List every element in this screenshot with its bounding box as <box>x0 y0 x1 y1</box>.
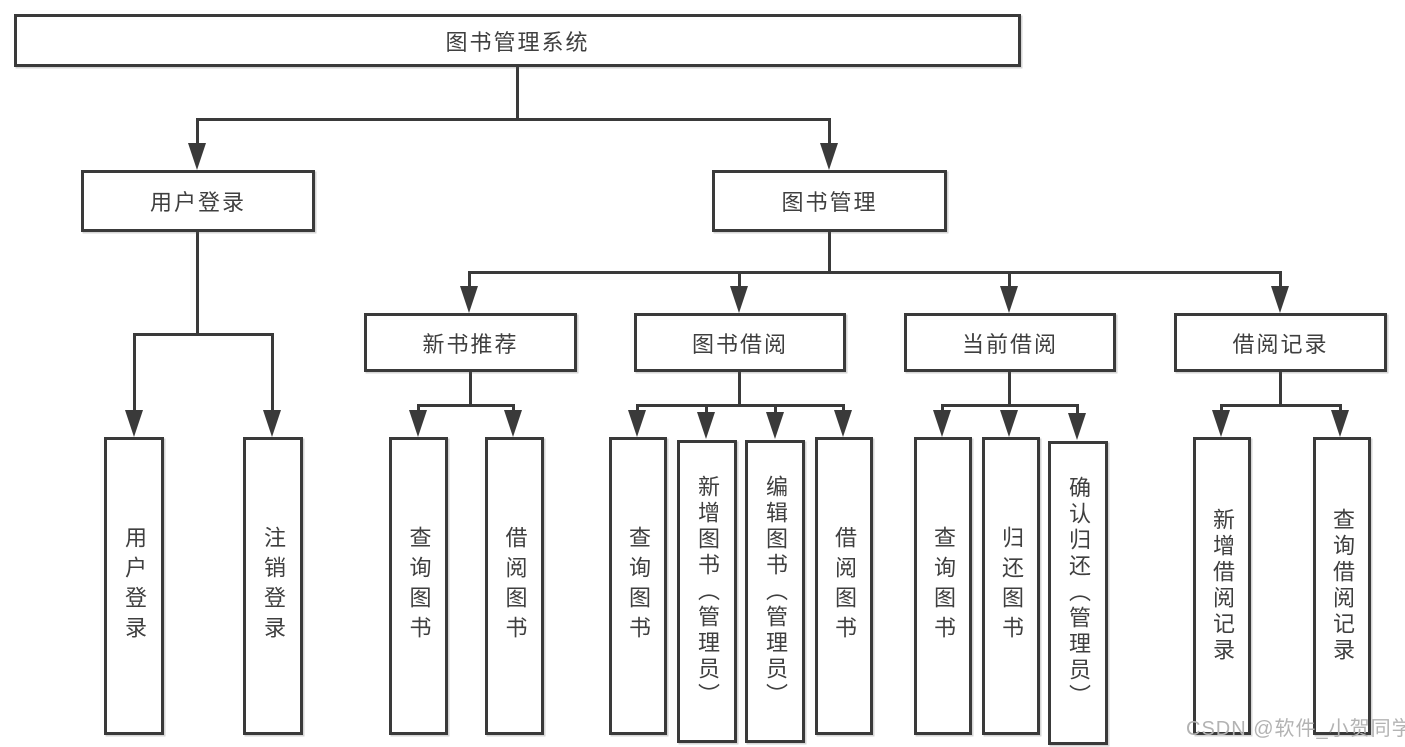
connector-line <box>941 404 944 414</box>
arrowhead-icon <box>409 410 427 437</box>
node-new-book-recommend-label: 新书推荐 <box>422 331 519 357</box>
node-new-book-recommend: 新书推荐 <box>364 313 577 372</box>
arrowhead-icon <box>504 410 522 437</box>
leaf-borrow-books-label: 借阅图书 <box>832 526 857 646</box>
node-user-login-branch: 用户登录 <box>81 170 315 232</box>
connector-line <box>636 404 845 407</box>
arrowhead-icon <box>263 410 281 437</box>
connector-line <box>196 232 199 336</box>
arrowhead-icon <box>1271 286 1289 313</box>
leaf-return-books: 归还图书 <box>982 437 1040 735</box>
node-borrow-records-label: 借阅记录 <box>1232 331 1329 357</box>
node-book-management-branch-label: 图书管理 <box>781 190 878 215</box>
leaf-logout-label: 注销登录 <box>261 526 286 646</box>
node-book-management-branch: 图书管理 <box>712 170 947 232</box>
arrowhead-icon <box>188 143 206 170</box>
node-book-borrow: 图书借阅 <box>634 313 846 372</box>
arrowhead-icon <box>1331 410 1349 437</box>
watermark: CSDN @软件_小贺同学 <box>1186 718 1405 740</box>
leaf-confirm-return-admin: 确认归还（管理员） <box>1048 441 1108 745</box>
node-borrow-records: 借阅记录 <box>1174 313 1387 372</box>
arrowhead-icon <box>933 410 951 437</box>
node-current-borrow: 当前借阅 <box>904 313 1116 372</box>
arrowhead-icon <box>834 410 852 437</box>
connector-line <box>196 118 831 121</box>
connector-line <box>271 333 274 413</box>
connector-line <box>1220 404 1223 414</box>
connector-line <box>738 372 741 406</box>
connector-line <box>1220 404 1342 407</box>
connector-line <box>417 404 420 414</box>
arrowhead-icon <box>125 410 143 437</box>
connector-line <box>941 404 1079 407</box>
connector-line <box>133 333 274 336</box>
connector-line <box>828 118 831 148</box>
arrowhead-icon <box>1000 286 1018 313</box>
leaf-query-borrow-record: 查询借阅记录 <box>1313 437 1371 735</box>
leaf-recommend-query-books: 查询图书 <box>389 437 448 735</box>
node-book-borrow-label: 图书借阅 <box>691 331 788 357</box>
leaf-add-borrow-record: 新增借阅记录 <box>1193 437 1251 735</box>
leaf-borrow-books: 借阅图书 <box>815 437 873 735</box>
arrowhead-icon <box>730 286 748 313</box>
connector-line <box>468 271 1282 274</box>
connector-line <box>516 67 519 120</box>
connector-line <box>636 404 639 414</box>
node-library-system: 图书管理系统 <box>14 14 1021 67</box>
connector-line <box>1279 271 1282 289</box>
arrowhead-icon <box>1212 410 1230 437</box>
leaf-edit-books-admin: 编辑图书（管理员） <box>745 440 805 743</box>
leaf-recommend-borrow-books-label: 借阅图书 <box>502 526 528 646</box>
connector-line <box>1008 271 1011 289</box>
connector-line <box>1076 404 1079 414</box>
leaf-query-borrow-record-label: 查询借阅记录 <box>1330 508 1355 664</box>
connector-line <box>705 404 708 414</box>
leaf-current-query-books: 查询图书 <box>914 437 972 735</box>
leaf-add-borrow-record-label: 新增借阅记录 <box>1210 508 1235 664</box>
leaf-add-books-admin-label: 新增图书（管理员） <box>695 474 720 709</box>
arrowhead-icon <box>766 412 784 439</box>
node-user-login-branch-label: 用户登录 <box>149 190 246 215</box>
connector-line <box>1279 372 1282 406</box>
connector-line <box>1008 372 1011 406</box>
connector-line <box>842 404 845 414</box>
leaf-borrow-query-books-label: 查询图书 <box>626 526 651 646</box>
leaf-confirm-return-admin-label: 确认归还（管理员） <box>1066 476 1091 710</box>
connector-line <box>196 118 199 148</box>
leaf-user-login-label: 用户登录 <box>122 526 147 646</box>
leaf-current-query-books-label: 查询图书 <box>931 526 956 646</box>
arrowhead-icon <box>628 410 646 437</box>
arrowhead-icon <box>1068 413 1086 440</box>
leaf-logout: 注销登录 <box>243 437 303 735</box>
node-current-borrow-label: 当前借阅 <box>961 331 1058 357</box>
arrowhead-icon <box>460 286 478 313</box>
connector-line <box>738 271 741 289</box>
arrowhead-icon <box>697 412 715 439</box>
leaf-recommend-borrow-books: 借阅图书 <box>485 437 544 735</box>
connector-line <box>1339 404 1342 414</box>
connector-line <box>774 404 777 414</box>
leaf-recommend-query-books-label: 查询图书 <box>406 526 432 646</box>
leaf-return-books-label: 归还图书 <box>999 526 1024 646</box>
leaf-user-login: 用户登录 <box>104 437 164 735</box>
connector-line <box>417 404 515 407</box>
connector-line <box>512 404 515 414</box>
arrowhead-icon <box>820 143 838 170</box>
leaf-edit-books-admin-label: 编辑图书（管理员） <box>763 474 788 709</box>
connector-line <box>133 333 136 413</box>
connector-line <box>469 372 472 406</box>
leaf-add-books-admin: 新增图书（管理员） <box>677 440 737 743</box>
arrowhead-icon <box>1000 410 1018 437</box>
connector-line <box>828 232 831 274</box>
leaf-borrow-query-books: 查询图书 <box>609 437 667 735</box>
connector-line <box>468 271 471 289</box>
node-library-system-label: 图书管理系统 <box>445 29 590 55</box>
